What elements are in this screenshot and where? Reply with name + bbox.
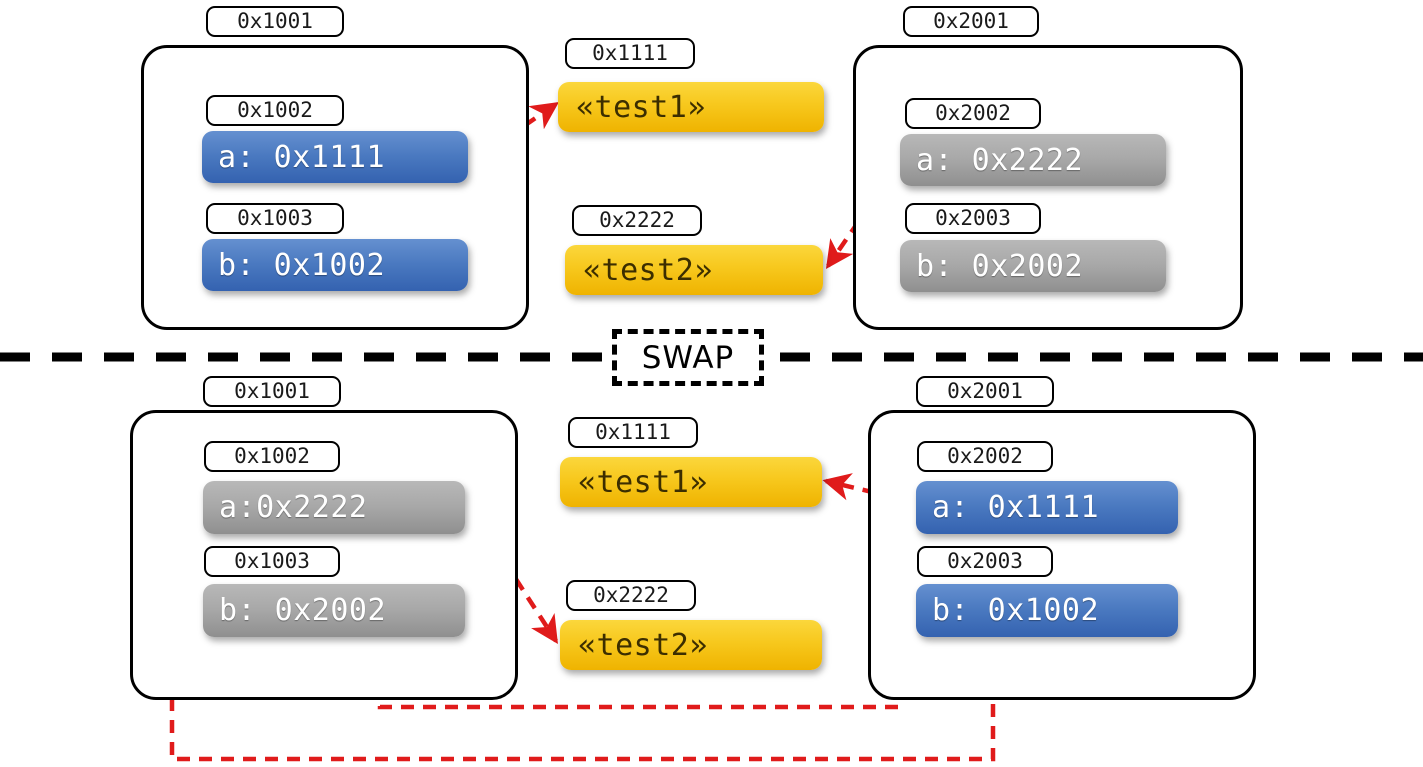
- before-value1-chip: «test2»: [565, 245, 823, 295]
- after-right-slot1-address: 0x2003: [917, 546, 1053, 577]
- before-left-slot1-address: 0x1003: [206, 203, 344, 234]
- after-right-slot1-chip: b: 0x1002: [916, 584, 1178, 637]
- after-left-slot0-chip: a:0x2222: [203, 481, 465, 534]
- after-left-slot0-address: 0x1002: [204, 441, 340, 472]
- after-right-frame-address: 0x2001: [916, 376, 1054, 407]
- after-value0-address: 0x1111: [568, 417, 698, 448]
- before-left-slot0-address: 0x1002: [206, 95, 344, 126]
- before-right-slot1-chip: b: 0x2002: [900, 240, 1166, 292]
- before-right-slot1-address: 0x2003: [905, 203, 1041, 234]
- after-left-frame-address: 0x1001: [203, 376, 341, 407]
- before-right-slot0-chip: a: 0x2222: [900, 134, 1166, 186]
- before-right-frame-address: 0x2001: [903, 6, 1039, 37]
- before-value0-chip: «test1»: [558, 82, 824, 132]
- before-right-slot0-address: 0x2002: [905, 98, 1041, 129]
- after-value1-address: 0x2222: [566, 580, 696, 611]
- after-right-slot0-chip: a: 0x1111: [916, 481, 1178, 534]
- before-value1-address: 0x2222: [572, 205, 702, 236]
- before-left-slot1-chip: b: 0x1002: [202, 239, 468, 291]
- before-left-frame-address: 0x1001: [206, 6, 344, 37]
- swap-divider-label: SWAP: [612, 329, 764, 386]
- before-left-slot0-chip: a: 0x1111: [202, 131, 468, 183]
- after-value1-chip: «test2»: [560, 620, 822, 670]
- after-value0-chip: «test1»: [560, 457, 822, 507]
- after-left-slot1-address: 0x1003: [204, 546, 340, 577]
- after-right-slot0-address: 0x2002: [917, 441, 1053, 472]
- before-value0-address: 0x1111: [565, 38, 695, 69]
- after-left-slot1-chip: b: 0x2002: [203, 584, 465, 637]
